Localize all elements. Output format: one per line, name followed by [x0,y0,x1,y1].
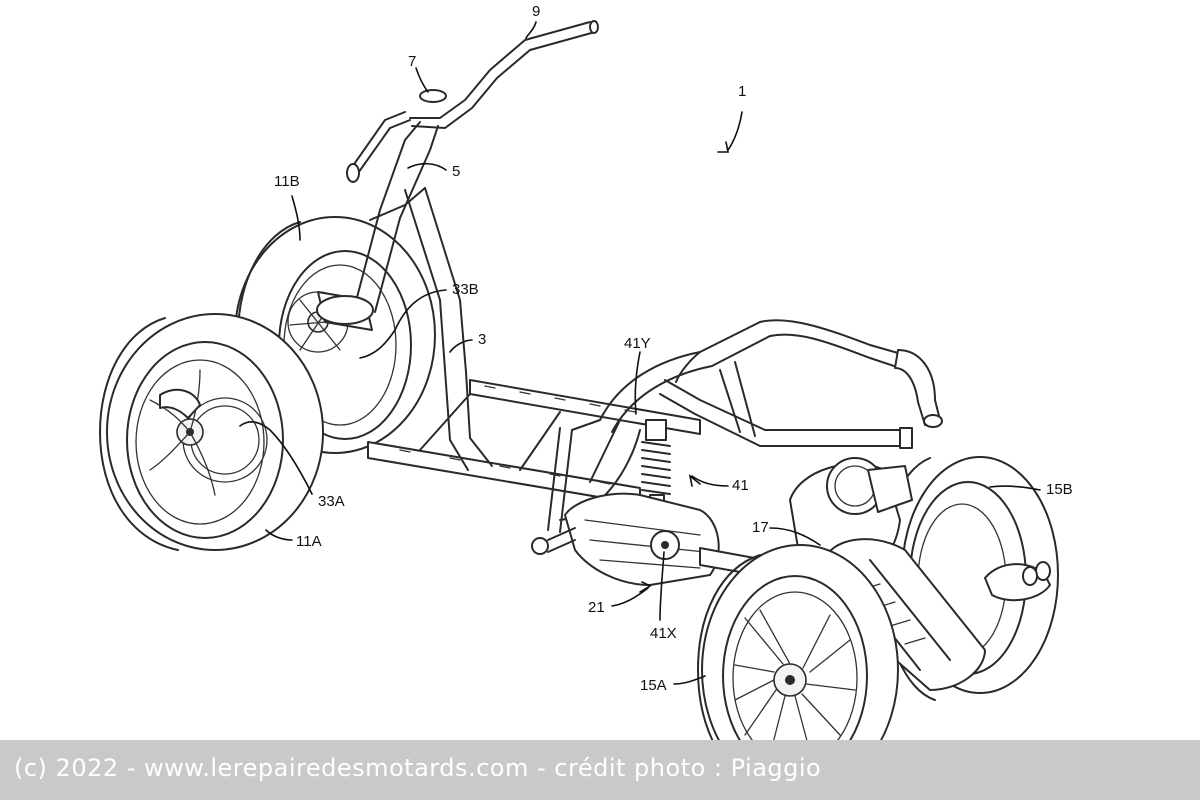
label-21: 21 [588,599,605,616]
label-1: 1 [738,83,746,100]
label-17: 17 [752,519,769,536]
front-wheel-11a [100,314,323,550]
label-7: 7 [408,53,416,70]
label-41y: 41Y [624,335,651,352]
label-41: 41 [732,477,749,494]
label-3: 3 [478,331,486,348]
label-15b: 15B [1046,481,1073,498]
label-33a: 33A [318,493,345,510]
label-33b: 33B [452,281,479,298]
label-9: 9 [532,3,540,20]
label-11a: 11A [296,533,322,550]
label-41x: 41X [650,625,677,642]
credit-bar: (c) 2022 - www.lerepairedesmotards.com -… [0,740,1200,800]
credit-watermark: (c) 2022 - www.lerepairedesmotards.com -… [14,754,821,782]
label-5: 5 [452,163,460,180]
label-11b: 11B [274,173,300,190]
handlebar [347,21,598,182]
label-15a: 15A [640,677,667,694]
